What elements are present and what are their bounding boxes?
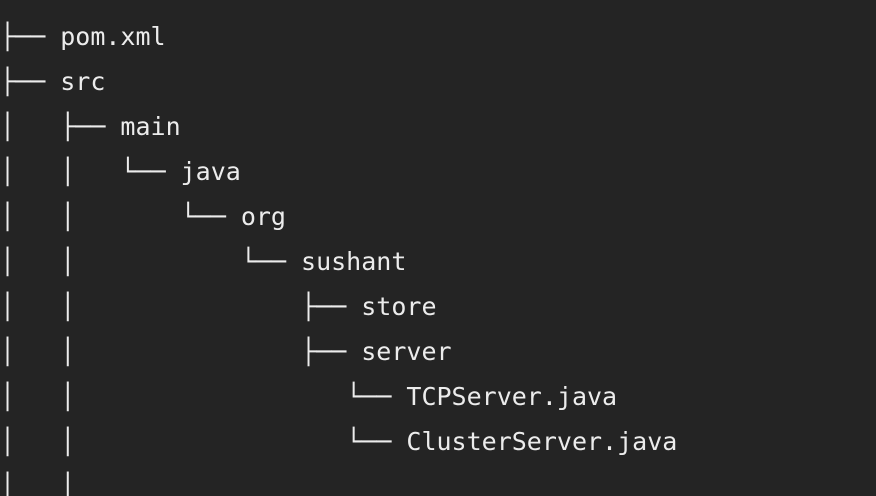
tree-directory-name[interactable]: main — [120, 112, 181, 141]
tree-branch-glyph: │ │ └── — [0, 202, 241, 231]
tree-file-name[interactable]: ClusterServer.java — [406, 427, 678, 456]
tree-row[interactable]: │ │ └── TCPServer.java — [0, 374, 677, 419]
tree-file-name[interactable]: TCPServer.java — [406, 382, 618, 411]
tree-row[interactable]: ├── pom.xml — [0, 14, 677, 59]
tree-directory-name[interactable]: src — [60, 67, 106, 96]
tree-branch-glyph: ├── — [0, 67, 61, 96]
tree-directory-name[interactable]: sushant — [301, 247, 407, 276]
tree-directory-name[interactable]: server — [361, 337, 452, 366]
tree-branch-glyph: │ │ └── — [0, 427, 407, 456]
tree-file-name[interactable]: pom.xml — [60, 22, 166, 51]
tree-row[interactable]: │ │ └── ClusterServer.java — [0, 419, 677, 464]
tree-directory-name[interactable]: store — [361, 292, 437, 321]
tree-row[interactable]: │ │ ├── server — [0, 329, 677, 374]
tree-row[interactable]: │ │ └── java — [0, 149, 677, 194]
tree-branch-glyph: ├── — [0, 22, 61, 51]
tree-row[interactable]: ├── src — [0, 59, 677, 104]
tree-branch-glyph: │ ├── — [0, 112, 121, 141]
tree-branch-glyph: │ │ ├── — [0, 292, 362, 321]
tree-spacer-row: │ │ — [0, 464, 677, 496]
directory-tree: ├── pom.xml├── src│ ├── main│ │ └── java… — [0, 14, 677, 496]
tree-row[interactable]: │ │ ├── store — [0, 284, 677, 329]
tree-row[interactable]: │ │ └── sushant — [0, 239, 677, 284]
tree-row[interactable]: │ │ └── org — [0, 194, 677, 239]
tree-branch-glyph: │ │ ├── — [0, 337, 362, 366]
tree-branch-glyph: │ │ └── — [0, 382, 407, 411]
tree-branch-glyph: │ │ └── — [0, 157, 181, 186]
tree-branch-glyph: │ │ — [0, 472, 76, 496]
tree-branch-glyph: │ │ └── — [0, 247, 302, 276]
tree-directory-name[interactable]: java — [180, 157, 241, 186]
tree-row[interactable]: │ ├── main — [0, 104, 677, 149]
tree-directory-name[interactable]: org — [240, 202, 286, 231]
